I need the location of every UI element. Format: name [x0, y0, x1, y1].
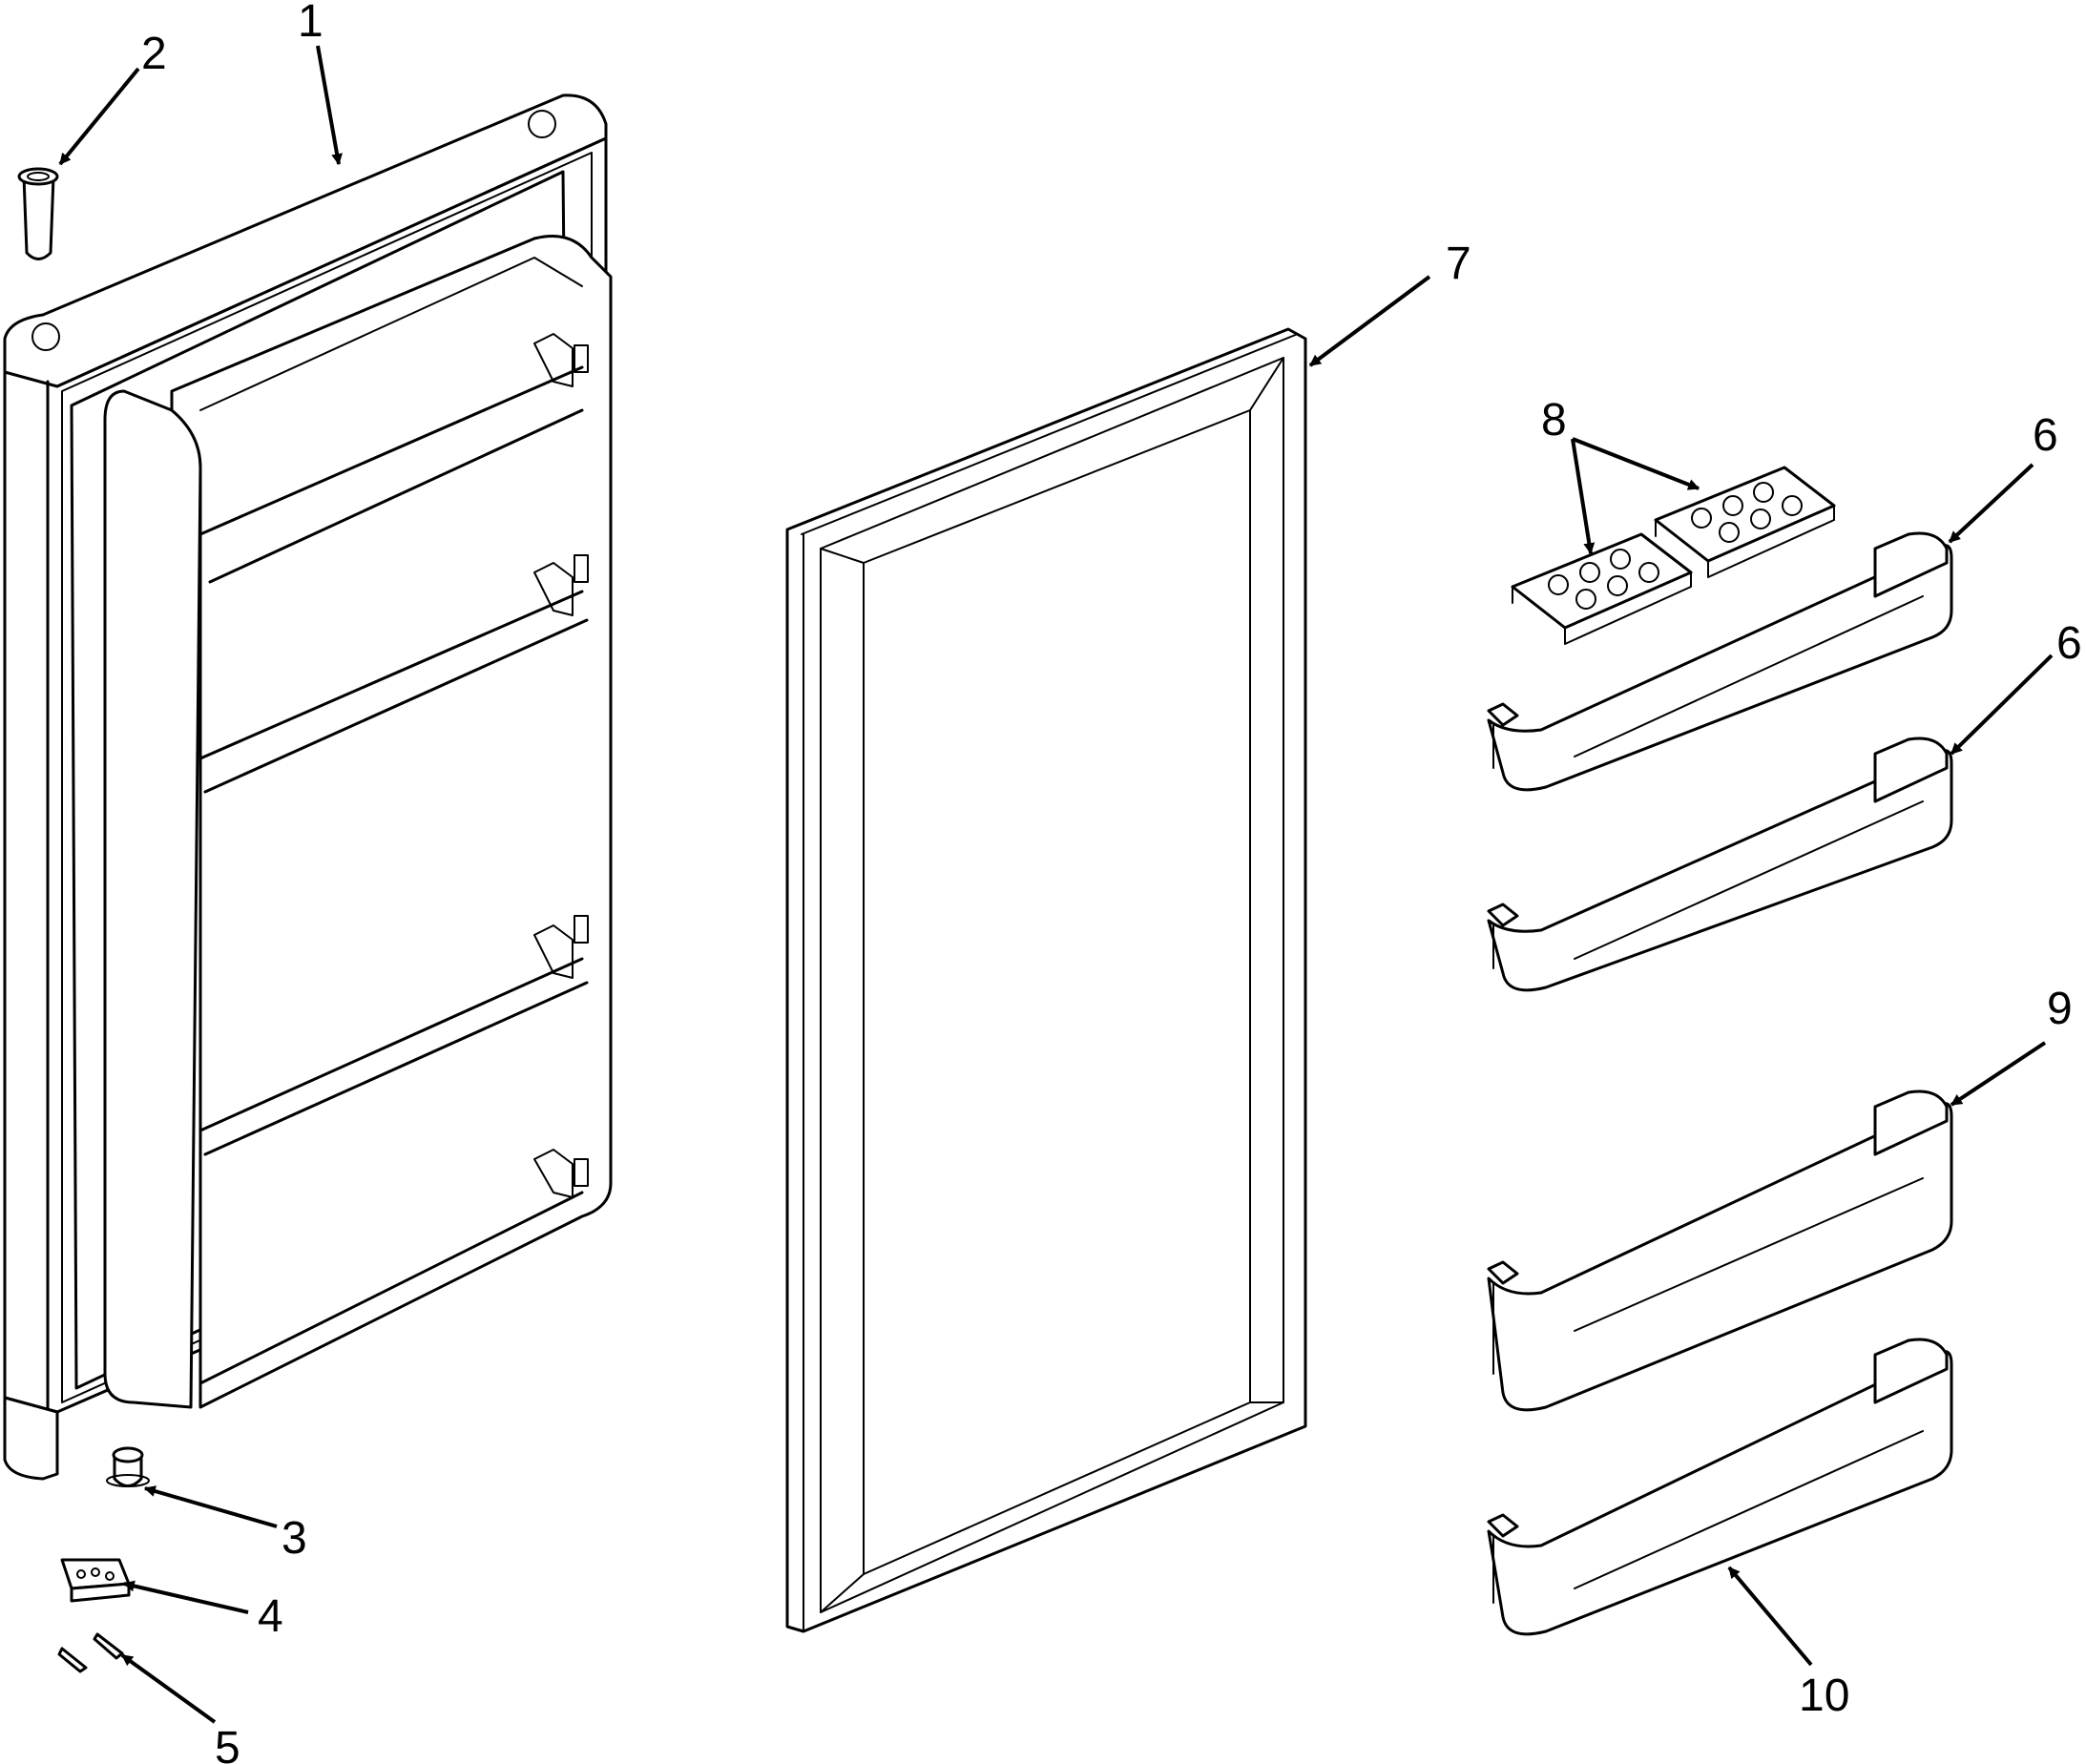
arrow-1 — [316, 45, 344, 166]
callout-10: 10 — [1799, 1671, 1849, 1721]
arrow-2 — [58, 67, 140, 166]
egg-trays — [1511, 466, 1836, 645]
callout-5: 5 — [215, 1723, 240, 1764]
door-assembly — [3, 93, 613, 1481]
callout-8: 8 — [1541, 395, 1567, 446]
egg-tray-right — [1654, 466, 1836, 578]
arrow-5 — [120, 1653, 217, 1724]
door-bin-1 — [1487, 531, 1953, 792]
arrow-3 — [143, 1485, 278, 1528]
bushing — [106, 1446, 150, 1487]
arrow-10 — [1727, 1566, 1813, 1667]
screws — [57, 1632, 124, 1673]
callout-6a: 6 — [2033, 410, 2058, 461]
door-gasket — [785, 327, 1307, 1633]
bin-clip-group — [533, 333, 589, 1198]
arrow-8b — [1572, 437, 1700, 490]
door-bin-3 — [1487, 1090, 1953, 1412]
door-bin-2 — [1487, 737, 1953, 992]
callout-labels: 1 2 3 4 5 6 6 7 8 9 10 — [141, 0, 2082, 1764]
callout-4: 4 — [258, 1591, 283, 1642]
callout-1: 1 — [298, 0, 323, 47]
callout-3: 3 — [282, 1513, 307, 1564]
arrow-7 — [1308, 275, 1431, 367]
callout-7: 7 — [1446, 239, 1471, 289]
arrow-6b — [1950, 654, 2054, 756]
arrow-9 — [1950, 1041, 2047, 1107]
arrow-4 — [122, 1580, 249, 1614]
leader-arrows — [58, 45, 2054, 1724]
hinge-bracket — [60, 1558, 131, 1603]
door-bin-4 — [1487, 1338, 1953, 1636]
arrow-6a — [1948, 463, 2034, 544]
arrow-8a — [1571, 438, 1596, 555]
callout-9: 9 — [2047, 984, 2073, 1034]
hinge-pin — [17, 167, 59, 260]
callout-2: 2 — [141, 29, 167, 79]
egg-tray-left — [1511, 532, 1693, 645]
callout-6b: 6 — [2056, 618, 2082, 669]
